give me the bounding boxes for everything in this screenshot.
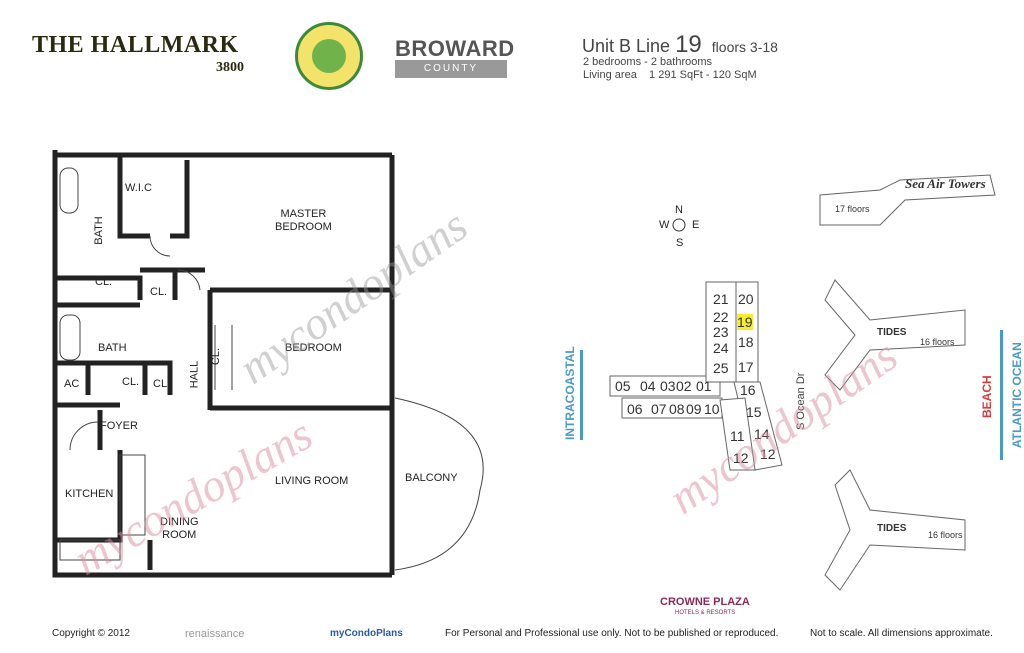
unit-label: 01 [696, 378, 712, 394]
unit-label: 24 [713, 340, 729, 356]
unit-label: 25 [713, 360, 729, 376]
unit-label: 14 [754, 426, 770, 442]
compass-w: W [659, 219, 670, 231]
tides-2-floors: 16 floors [928, 530, 963, 540]
floors: floors 3-18 [711, 39, 778, 55]
line-number: 19 [675, 31, 702, 58]
room-hall: HALL [188, 360, 201, 389]
unit-label: 10 [704, 401, 720, 417]
unit-label: 05 [615, 378, 631, 394]
compass-icon [672, 218, 686, 232]
room-balcony: BALCONY [405, 472, 458, 484]
unit-label: 02 [676, 378, 692, 394]
compass-n: N [675, 204, 683, 216]
unit-label: 03 [660, 378, 676, 394]
unit-label: 17 [738, 359, 754, 375]
room-bedroom: BEDROOM [285, 342, 342, 354]
room-kitchen: KITCHEN [65, 488, 114, 500]
room-ac: AC [64, 378, 80, 390]
compass-e: E [692, 219, 700, 231]
broward-logo: BROWARD [395, 36, 515, 61]
renaissance-logo: renaissance [185, 628, 245, 640]
unit-label: 15 [746, 404, 762, 420]
unit-label: 16 [740, 382, 756, 398]
room-wic: W.I.C [125, 182, 152, 194]
unit-label: 12 [760, 446, 776, 462]
unit-label: 12 [733, 450, 749, 466]
room-dining: DINING ROOM [160, 516, 199, 541]
room-closet-2: CL. [150, 286, 168, 298]
ocean-label: ATLANTIC OCEAN [1010, 342, 1024, 448]
building-title: THE HALLMARK [32, 32, 239, 58]
copyright: Copyright © 2012 [52, 628, 130, 639]
tides-label: TIDES [877, 327, 907, 338]
building-number: 3800 [216, 60, 244, 75]
room-closet-1: CL. [95, 276, 113, 288]
mycondoplans-logo: myCondoPlans [330, 628, 403, 639]
sea-air-floors: 17 floors [835, 204, 870, 214]
unit-label: 18 [738, 334, 754, 350]
unit-label: 11 [730, 428, 745, 444]
unit-area: Living area 1 291 SqFt - 120 SqM [583, 69, 757, 81]
unit-label-highlighted: 19 [737, 314, 753, 330]
sea-air-towers-label: Sea Air Towers [905, 176, 986, 191]
tides-2-label: TIDES [877, 523, 907, 534]
unit-label: 07 [651, 401, 667, 417]
unit-label: 04 [640, 378, 656, 394]
room-master-bedroom: MASTER BEDROOM [275, 208, 332, 233]
unit-heading: Unit B Line 19 floors 3-18 [582, 31, 778, 59]
unit-label: 09 [686, 401, 702, 417]
scale-note: Not to scale. All dimensions approximate… [810, 628, 993, 639]
room-foyer: FOYER [100, 420, 138, 432]
unit-rooms: 2 bedrooms - 2 bathrooms [583, 56, 713, 68]
usage-note: For Personal and Professional use only. … [445, 628, 779, 639]
unit-label: 22 [713, 309, 729, 325]
crowne-plaza-sub: HOTELS & RESORTS [675, 610, 736, 616]
crowne-plaza-logo: CROWNE PLAZA [660, 596, 750, 608]
room-closet-3: CL. [210, 347, 223, 366]
unit-label: 08 [669, 401, 685, 417]
unit-label: 06 [627, 401, 643, 417]
unit-label: 23 [713, 324, 729, 340]
tides-floors: 16 floors [920, 337, 955, 347]
unit-prefix: Unit B Line [582, 36, 671, 56]
compass-s: S [676, 237, 684, 249]
room-living: LIVING ROOM [275, 475, 349, 487]
unit-label: 20 [738, 291, 754, 307]
hollywood-seal-logo [295, 22, 363, 90]
unit-label: 21 [713, 291, 729, 307]
intracoastal-label: INTRACOASTAL [563, 346, 577, 440]
room-closet-4: CL. [122, 376, 140, 388]
beach-label: BEACH [980, 375, 994, 418]
broward-county-logo-sub: COUNTY FLORIDA [395, 60, 507, 92]
room-closet-5: CL. [153, 378, 171, 390]
room-bath-1: BATH [92, 216, 105, 245]
room-bath-2: BATH [98, 342, 127, 354]
